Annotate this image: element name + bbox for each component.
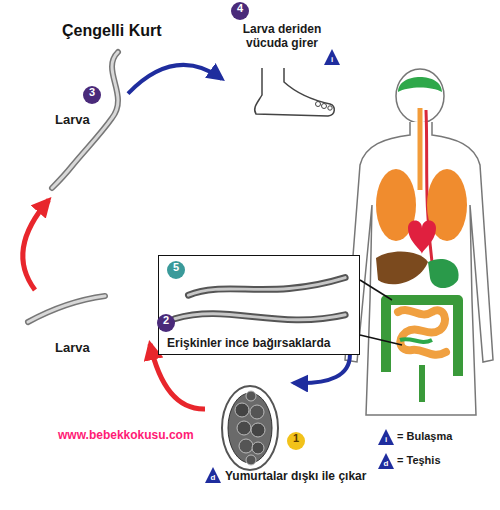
foot-drawing (255, 68, 335, 116)
inset-box: Erişkinler ince bağırsaklarda (158, 255, 360, 355)
watermark: www.bebekkokusu.com (58, 428, 194, 442)
leader-line (360, 280, 402, 345)
legend-text: = Bulaşma (397, 430, 452, 442)
diagram-title: Çengelli Kurt (62, 22, 162, 40)
stage-letter: i (324, 55, 340, 64)
stage-letter: d (205, 473, 221, 482)
callout-number: 4 (231, 2, 249, 20)
stage-label: Larva deriden vücuda girer (222, 14, 350, 122)
cycle-arrow (128, 65, 222, 94)
stage-text: Yumurtalar dışkı ile çıkar (225, 469, 366, 483)
stage-letter: i (378, 435, 394, 444)
stage-text: Larva (55, 112, 90, 127)
stage-label: Larva (40, 48, 128, 200)
larva-drawing (52, 52, 118, 188)
stage-label: Larva (25, 290, 150, 362)
cycle-arrow (294, 355, 350, 383)
egg-drawing (222, 386, 278, 470)
stage-letter: d (378, 459, 394, 468)
stage-text: Larva (55, 340, 90, 355)
cycle-arrow (23, 200, 49, 290)
callout-number: 2 (157, 314, 175, 332)
stage-text: Erişkinler ince bağırsaklarda (167, 336, 330, 350)
callout-number: 3 (83, 86, 101, 104)
larva-drawing (28, 296, 105, 322)
legend-text: = Teşhis (397, 454, 441, 466)
callout-number: 1 (287, 432, 305, 450)
stage-text: Larva deriden vücuda girer (222, 22, 342, 50)
callout-number: 5 (167, 261, 185, 279)
human-body (345, 69, 493, 415)
